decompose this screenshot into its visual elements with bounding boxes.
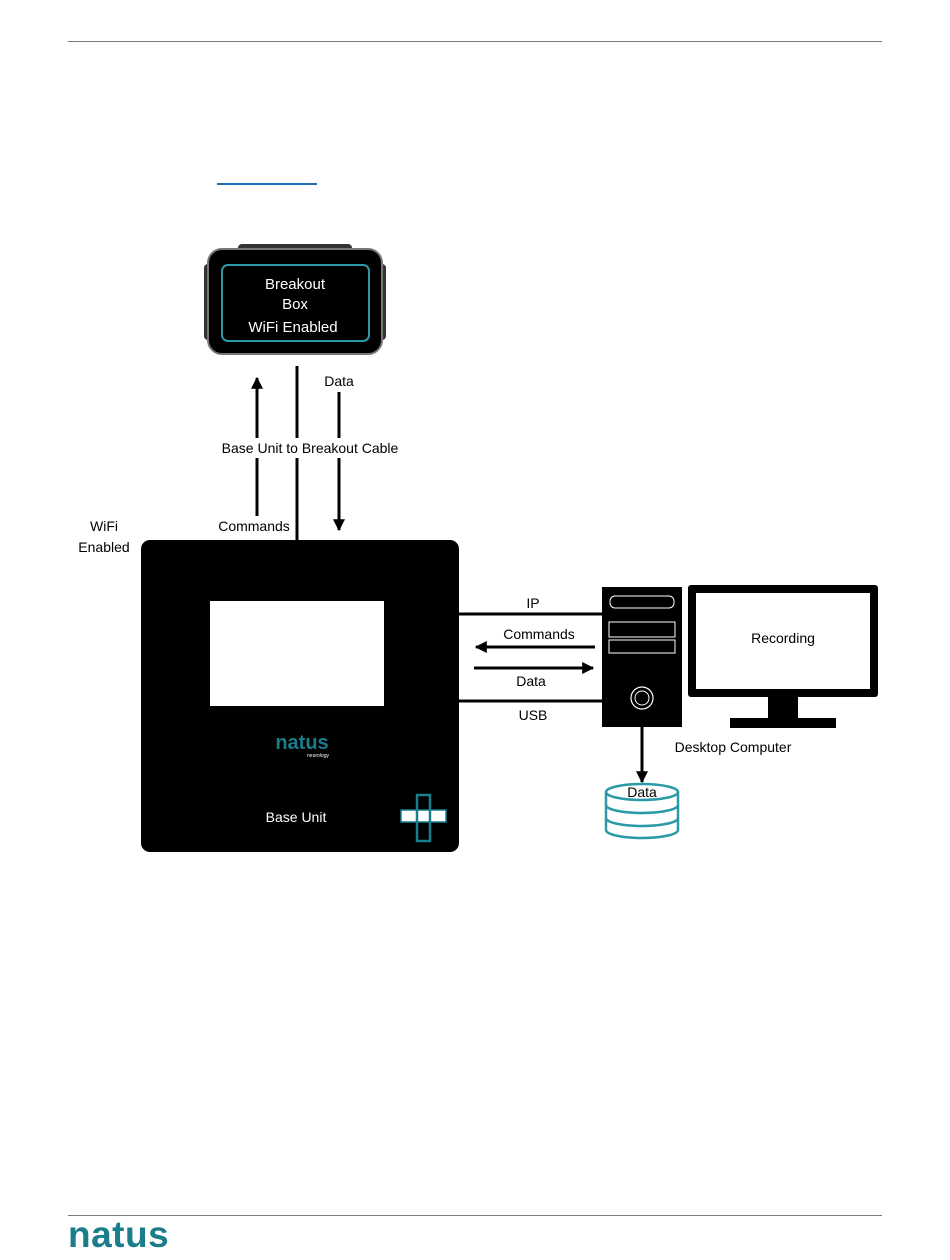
usb-label: USB [519, 707, 548, 723]
recording-label: Recording [751, 630, 815, 646]
breakout-box: Breakout Box WiFi Enabled [204, 244, 386, 354]
commands-top-label: Commands [218, 518, 290, 534]
database-label: Data [627, 784, 657, 800]
data-top-label: Data [324, 373, 354, 389]
base-unit-logo-sub: neurology [307, 753, 329, 759]
footer-natus-logo: natus [68, 1218, 169, 1252]
data-side-label: Data [516, 673, 546, 689]
base-unit-screen [210, 601, 384, 706]
base-unit: natus neurology Base Unit [141, 540, 459, 852]
wifi-label-2: Enabled [78, 539, 129, 555]
base-unit-logo: natus [275, 732, 328, 754]
cable-label: Base Unit to Breakout Cable [222, 440, 399, 456]
breakout-label-1: Breakout [265, 276, 326, 293]
breakout-label-2: Box [282, 296, 308, 313]
database-icon: Data [606, 784, 678, 838]
footer-rule [68, 1215, 882, 1216]
desktop-label: Desktop Computer [675, 739, 792, 755]
desktop-tower [602, 587, 682, 727]
ip-label: IP [526, 595, 539, 611]
commands-side-label: Commands [503, 626, 575, 642]
breakout-label-3: WiFi Enabled [248, 319, 337, 336]
wifi-label-1: WiFi [90, 518, 118, 534]
base-unit-label: Base Unit [266, 809, 327, 825]
monitor: Recording [688, 585, 878, 728]
